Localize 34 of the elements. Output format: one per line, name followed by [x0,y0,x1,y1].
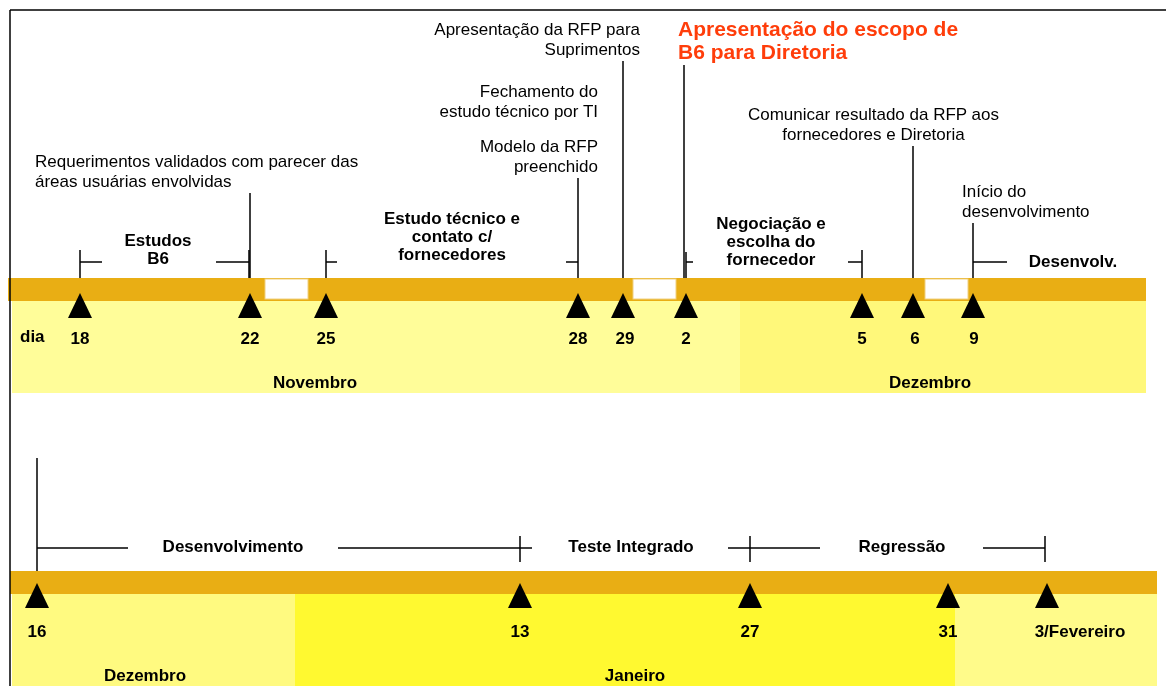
day-number: 29 [614,329,636,349]
phase-label: Desenvolv. [1027,252,1119,272]
leader-line [622,60,624,279]
milestone-note: Apresentação da RFP para Suprimentos [420,20,640,60]
day-number: 27 [739,622,761,642]
month-label: Dezembro [102,666,188,686]
leader-line [577,177,579,279]
timeline-bar [10,571,1157,594]
leader-line [912,145,914,279]
day-number: 25 [315,329,337,349]
axis-label: dia [20,327,46,347]
day-number: 13 [509,622,531,642]
milestone-note: Modelo da RFP preenchido [430,137,598,177]
milestone-note: Requerimentos validados com parecer das áreas usuárias envolvidas [35,152,365,192]
milestone-note: Apresentação do escopo de B6 para Diretoria [678,17,978,64]
day-number: 9 [968,329,980,349]
day-number: 3/Fevereiro [1033,622,1127,642]
leader-line [972,222,974,279]
day-number: 5 [856,329,868,349]
leader-line [683,64,685,279]
month-label: Janeiro [603,666,667,686]
day-number: 28 [567,329,589,349]
day-number: 6 [909,329,921,349]
month-label: Dezembro [887,373,973,393]
day-number: 16 [26,622,48,642]
day-number: 2 [680,329,692,349]
day-number: 31 [937,622,959,642]
milestone-note: Comunicar resultado da RFP aos fornecedores e Diretoria [736,105,1011,145]
note-text: Fechamento do estudo técnico por TI [438,82,598,122]
month-label: Novembro [271,373,359,393]
day-number: 22 [239,329,261,349]
day-number: 18 [69,329,91,349]
leader-line [249,192,251,279]
milestone-note: Início do desenvolvimento [962,182,1132,222]
